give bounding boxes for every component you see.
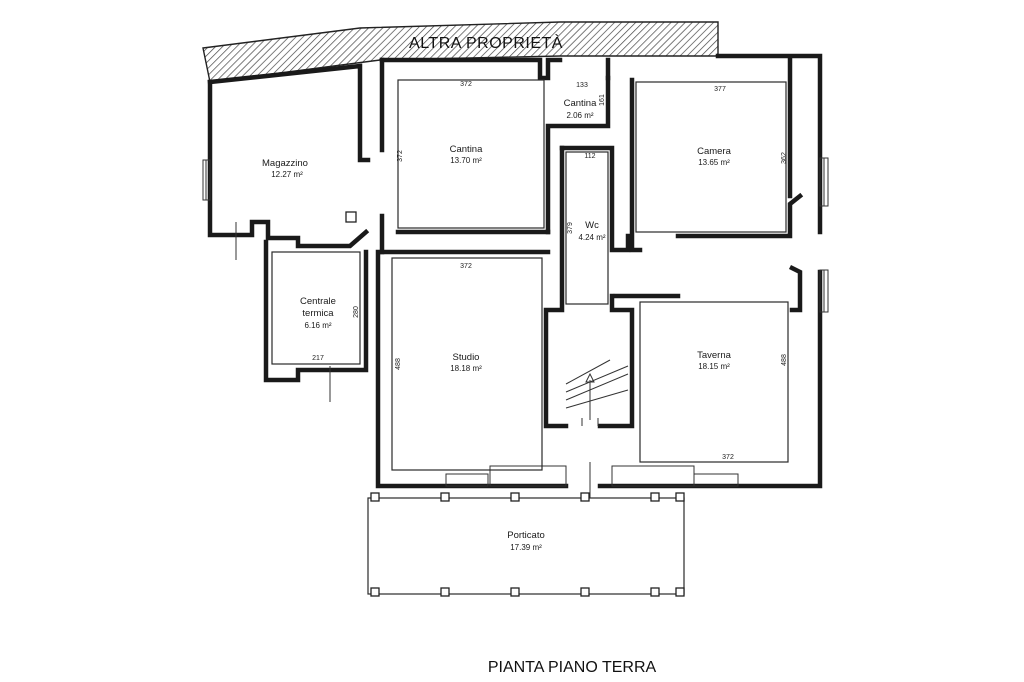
outer-walls — [207, 53, 823, 489]
window-taverna — [819, 269, 829, 313]
room-studio-name: Studio — [453, 352, 480, 363]
room-cantina-name: Cantina — [450, 144, 483, 155]
room-porticato-name: Porticato — [507, 530, 545, 541]
room-porticato-area: 17.39 m² — [510, 543, 542, 552]
dim-wc-top: 112 — [584, 153, 595, 160]
dim-camera-top: 377 — [714, 86, 726, 93]
room-wc-area: 4.24 m² — [578, 233, 605, 242]
room-studio-area: 18.18 m² — [450, 364, 482, 373]
room-cantina-area: 13.70 m² — [450, 156, 482, 165]
room-taverna-name: Taverna — [697, 350, 732, 361]
stairs — [565, 359, 629, 426]
dim-wc-side: 379 — [567, 222, 574, 234]
dim-taverna-side: 488 — [781, 354, 788, 366]
porticato — [367, 492, 685, 597]
window-studio-south — [445, 473, 489, 487]
room-taverna-area: 18.15 m² — [698, 362, 730, 371]
altra-proprieta-label: ALTRA PROPRIETÀ — [409, 33, 563, 52]
room-centrale-name-2: termica — [302, 308, 334, 319]
room-outlines — [271, 79, 789, 471]
door-main — [489, 462, 695, 498]
room-magazzino-name: Magazzino — [262, 158, 308, 169]
dim-taverna-bottom: 372 — [722, 454, 734, 461]
room-centrale-name-1: Centrale — [300, 296, 336, 307]
dim-studio-side: 488 — [395, 358, 402, 370]
room-magazzino-area: 12.27 m² — [271, 170, 303, 179]
interior-walls — [263, 57, 804, 429]
dim-cantina-small-side: 161 — [599, 94, 606, 106]
room-centrale-area: 6.16 m² — [304, 321, 331, 330]
room-camera-area: 13.65 m² — [698, 158, 730, 167]
dim-centrale-side: 280 — [353, 306, 360, 318]
room-cantina-small-name: Cantina — [564, 98, 597, 109]
dim-centrale-bottom: 217 — [312, 355, 324, 362]
room-camera-name: Camera — [697, 146, 732, 157]
room-cantina-small-area: 2.06 m² — [566, 111, 593, 120]
dim-cantina-side: 372 — [397, 150, 404, 162]
dim-cantina-top: 372 — [460, 81, 472, 88]
dim-studio-top: 372 — [460, 263, 472, 270]
dim-cantina-small-top: 133 — [576, 82, 588, 89]
plan-title: PIANTA PIANO TERRA — [488, 659, 657, 676]
dim-camera-side: 362 — [781, 152, 788, 164]
pillar — [345, 211, 357, 223]
room-wc-name: Wc — [585, 220, 599, 231]
window-magazzino — [202, 159, 211, 201]
window-camera — [819, 157, 829, 207]
